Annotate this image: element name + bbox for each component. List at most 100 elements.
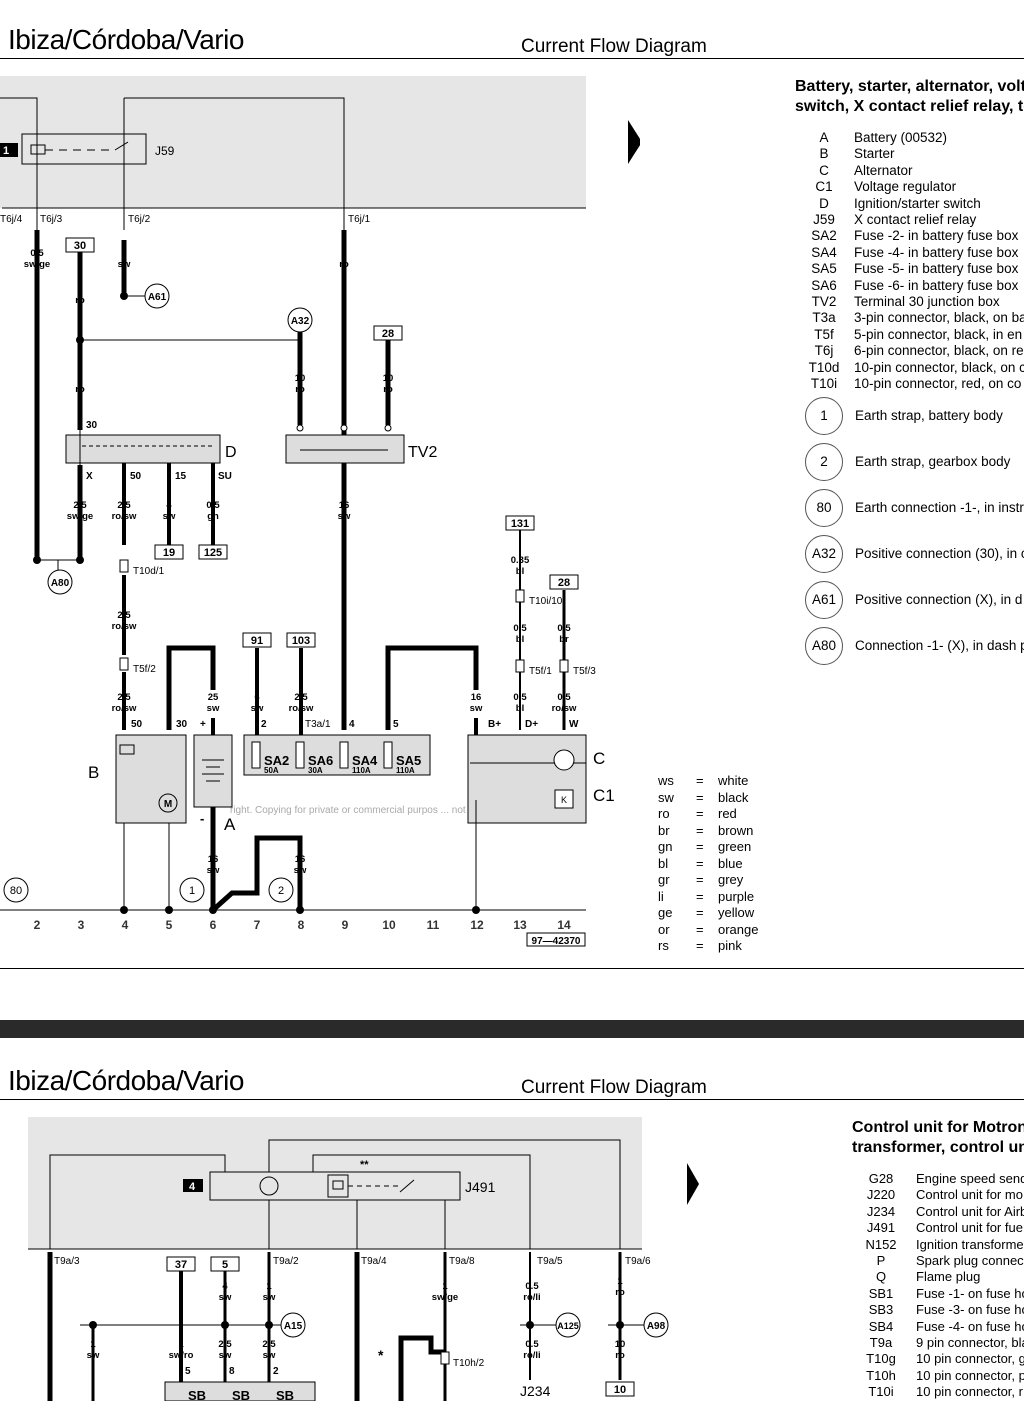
svg-text:1: 1: [178, 1339, 184, 1350]
page-title-2: Ibiza/Córdoba/Vario: [8, 1065, 244, 1096]
svg-text:110A: 110A: [396, 766, 415, 775]
svg-text:T5f/2: T5f/2: [133, 664, 156, 675]
regulator-label: C1: [593, 786, 615, 805]
svg-text:3: 3: [78, 918, 85, 932]
svg-text:A125: A125: [557, 1321, 579, 1331]
svg-text:50: 50: [130, 471, 142, 482]
svg-text:T3a/1: T3a/1: [305, 719, 331, 730]
svg-text:16: 16: [471, 692, 482, 703]
svg-text:30A: 30A: [308, 766, 323, 775]
svg-text:T6j/4: T6j/4: [0, 214, 23, 225]
svg-text:ro/li: ro/li: [523, 1292, 540, 1303]
svg-text:ro: ro: [75, 295, 85, 306]
svg-text:1: 1: [442, 1281, 448, 1292]
header-rule-2: [0, 1099, 1024, 1100]
svg-text:sw/ro: sw/ro: [169, 1350, 194, 1361]
svg-text:30: 30: [176, 719, 188, 730]
svg-text:9: 9: [342, 918, 349, 932]
svg-text:10: 10: [383, 373, 394, 384]
svg-text:sw: sw: [118, 259, 131, 270]
svg-text:sw/ge: sw/ge: [432, 1292, 458, 1303]
svg-text:T6j/2: T6j/2: [128, 214, 151, 225]
svg-text:50A: 50A: [264, 766, 279, 775]
svg-text:5: 5: [185, 1366, 191, 1377]
svg-text:T10h/2: T10h/2: [453, 1358, 485, 1369]
svg-text:sw: sw: [219, 1292, 232, 1303]
svg-text:37: 37: [175, 1259, 187, 1271]
svg-text:SA5: SA5: [396, 753, 421, 768]
svg-text:T5f/3: T5f/3: [573, 666, 596, 677]
svg-text:10: 10: [615, 1339, 626, 1350]
svg-text:sw/ge: sw/ge: [24, 259, 50, 270]
relay-tag: 1: [3, 145, 9, 157]
svg-text:T9a/8: T9a/8: [449, 1256, 475, 1267]
svg-text:A80: A80: [51, 578, 70, 589]
svg-text:10: 10: [295, 373, 306, 384]
svg-text:SA6: SA6: [308, 753, 333, 768]
svg-text:J234: J234: [520, 1383, 551, 1399]
circuit-diagram-1: 1 J59 T6j/4 T6j/3 T6j/2 T6j/1 A61 A32 A8…: [0, 76, 640, 947]
svg-text:91: 91: [251, 635, 263, 647]
svg-text:T9a/5: T9a/5: [537, 1256, 563, 1267]
svg-text:8: 8: [298, 918, 305, 932]
svg-text:T5f/1: T5f/1: [529, 666, 552, 677]
alternator-label: C: [593, 749, 605, 768]
svg-text:80: 80: [10, 885, 22, 897]
svg-text:2: 2: [34, 918, 41, 932]
svg-text:8: 8: [229, 1366, 235, 1377]
svg-text:sw: sw: [87, 1350, 100, 1361]
svg-text:30: 30: [86, 420, 98, 431]
junction-label: TV2: [408, 444, 437, 461]
svg-text:12: 12: [470, 918, 484, 932]
battery-label: A: [224, 815, 236, 834]
svg-text:5: 5: [166, 918, 173, 932]
svg-text:right. Copying for private or: right. Copying for private or commercial…: [230, 805, 466, 816]
svg-text:1: 1: [90, 1339, 96, 1350]
svg-text:6: 6: [210, 918, 217, 932]
legend-heading: Battery, starter, alternator, volt switc…: [795, 78, 1024, 115]
svg-text:ro: ro: [339, 259, 349, 270]
svg-text:16: 16: [339, 500, 350, 511]
svg-text:T10d/1: T10d/1: [133, 566, 165, 577]
svg-text:6: 6: [77, 284, 82, 295]
svg-text:X: X: [86, 471, 93, 482]
svg-text:1: 1: [189, 885, 195, 897]
svg-text:2: 2: [273, 1366, 279, 1377]
svg-text:SB: SB: [276, 1388, 294, 1401]
svg-text:1: 1: [266, 1281, 272, 1292]
colour-key: ws=white sw=black ro=red br=brown gn=gre…: [658, 773, 759, 953]
svg-text:4: 4: [222, 1281, 228, 1292]
svg-text:T6j/1: T6j/1: [348, 214, 371, 225]
svg-text:sw: sw: [263, 1350, 276, 1361]
svg-text:0.5: 0.5: [30, 248, 44, 259]
svg-text:sw: sw: [207, 703, 220, 714]
svg-text:A61: A61: [148, 292, 167, 303]
svg-text:ro: ro: [615, 1350, 625, 1361]
page-subtitle-2: Current Flow Diagram: [521, 1077, 707, 1098]
svg-text:7: 7: [254, 918, 261, 932]
svg-text:SB: SB: [232, 1388, 250, 1401]
svg-text:A15: A15: [284, 1321, 303, 1332]
svg-text:10: 10: [614, 1384, 626, 1396]
svg-text:W: W: [569, 719, 579, 730]
starter-label: B: [88, 763, 99, 782]
